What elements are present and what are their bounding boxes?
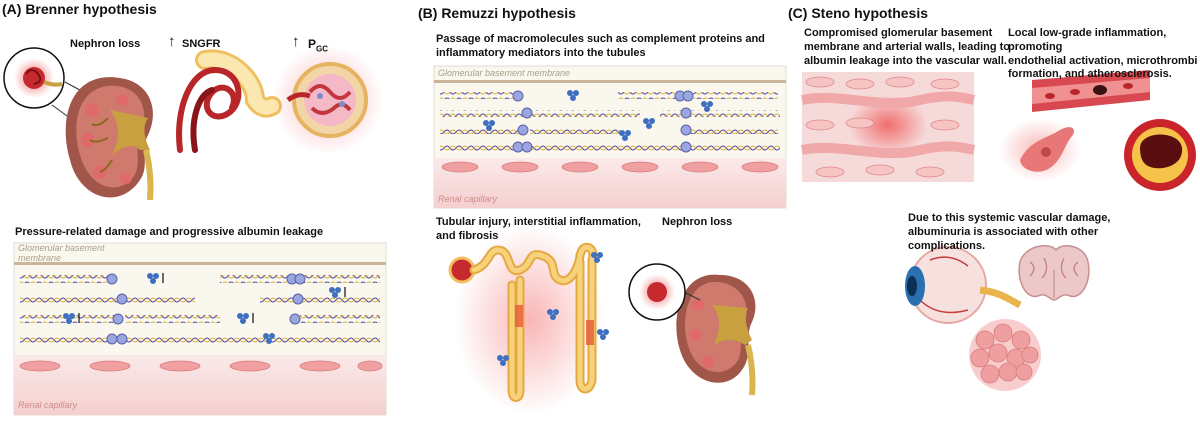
remuzzi-panel — [433, 65, 787, 415]
remuzzi-top-caption: Passage of macromolecules such as comple… — [436, 33, 765, 61]
steno-title: (C) Steno hypothesis — [788, 5, 929, 21]
remuzzi-nephron-loss-label: Nephron loss — [662, 216, 733, 228]
brenner-nephron-loss-label: Nephron loss — [70, 38, 141, 50]
steno-panel — [800, 70, 1196, 391]
remuzzi-tubular-caption-1: Tubular injury, interstitial inflammatio… — [436, 216, 641, 228]
steno-caption-right-1: Local low-grade inflammation, promoting — [1008, 27, 1167, 53]
kidney-icon-b — [628, 263, 756, 396]
eye-icon — [905, 246, 1022, 324]
remuzzi-top-caption-2: inflammatory mediators into the tubules — [436, 46, 646, 59]
kidney-tissue-icon — [969, 319, 1041, 391]
steno-caption-right-3: formation, and atherosclerosis. — [1008, 68, 1172, 81]
glomerulus-vessel-icon — [176, 49, 282, 153]
glomerular-membrane-diagram-a — [13, 242, 387, 416]
remuzzi-title: (B) Remuzzi hypothesis — [418, 5, 576, 21]
brenner-title: (A) Brenner hypothesis — [2, 1, 157, 17]
steno-caption-bottom-2: albuminuria is associated with other — [908, 225, 1099, 238]
brain-icon — [1018, 245, 1090, 301]
glomerular-membrane-diagram-b — [433, 65, 787, 209]
brenner-gbm-label-1: Glomerular basement — [18, 243, 105, 253]
steno-caption-left-2: membrane and arterial walls, leading to — [804, 40, 1011, 53]
brenner-gbm-label-2: membrane — [18, 252, 62, 263]
brenner-capillary-label: Renal capillary — [18, 400, 78, 410]
tubule-injury-illustration — [448, 225, 609, 415]
remuzzi-capillary-label: Renal capillary — [438, 194, 498, 204]
steno-caption-left-1: Compromised glomerular basement — [804, 27, 993, 39]
glomerulus-zoom-icon — [3, 47, 103, 141]
sngfr-up-arrow: ↑ — [168, 33, 176, 50]
brenner-bottom-caption: Pressure-related damage and progressive … — [15, 226, 324, 238]
steno-caption-bottom-1: Due to this systemic vascular damage, — [908, 212, 1111, 224]
pgc-up-arrow: ↑ — [292, 33, 300, 50]
glomerular-pressure-icon — [273, 45, 383, 155]
vascular-wall-illustration — [800, 72, 976, 182]
sngfr-label: SNGFR — [182, 38, 221, 50]
steno-caption-left-3: albumin leakage into the vascular wall. — [804, 54, 1007, 67]
artery-thrombus-icon — [1032, 70, 1150, 112]
remuzzi-tubular-caption: Tubular injury, interstitial inflammatio… — [436, 216, 641, 244]
steno-caption-right-2: endothelial activation, microthrombi — [1008, 54, 1198, 67]
brenner-panel — [3, 45, 387, 416]
steno-caption-bottom-3: complications. — [908, 239, 986, 252]
kidney-icon — [65, 77, 154, 201]
remuzzi-tubular-caption-2: and fibrosis — [436, 229, 499, 242]
atherosclerosis-icon — [1124, 119, 1196, 191]
pgc-label: PGC — [308, 37, 328, 54]
remuzzi-gbm-label: Glomerular basement membrane — [438, 68, 571, 78]
steno-caption-bottom: Due to this systemic vascular damage,alb… — [908, 212, 1110, 253]
pgc-subscript: GC — [316, 44, 329, 54]
pgc-main: P — [308, 37, 317, 51]
endothelial-cell-icon — [1000, 118, 1080, 182]
remuzzi-top-caption-1: Passage of macromolecules such as comple… — [436, 33, 765, 45]
